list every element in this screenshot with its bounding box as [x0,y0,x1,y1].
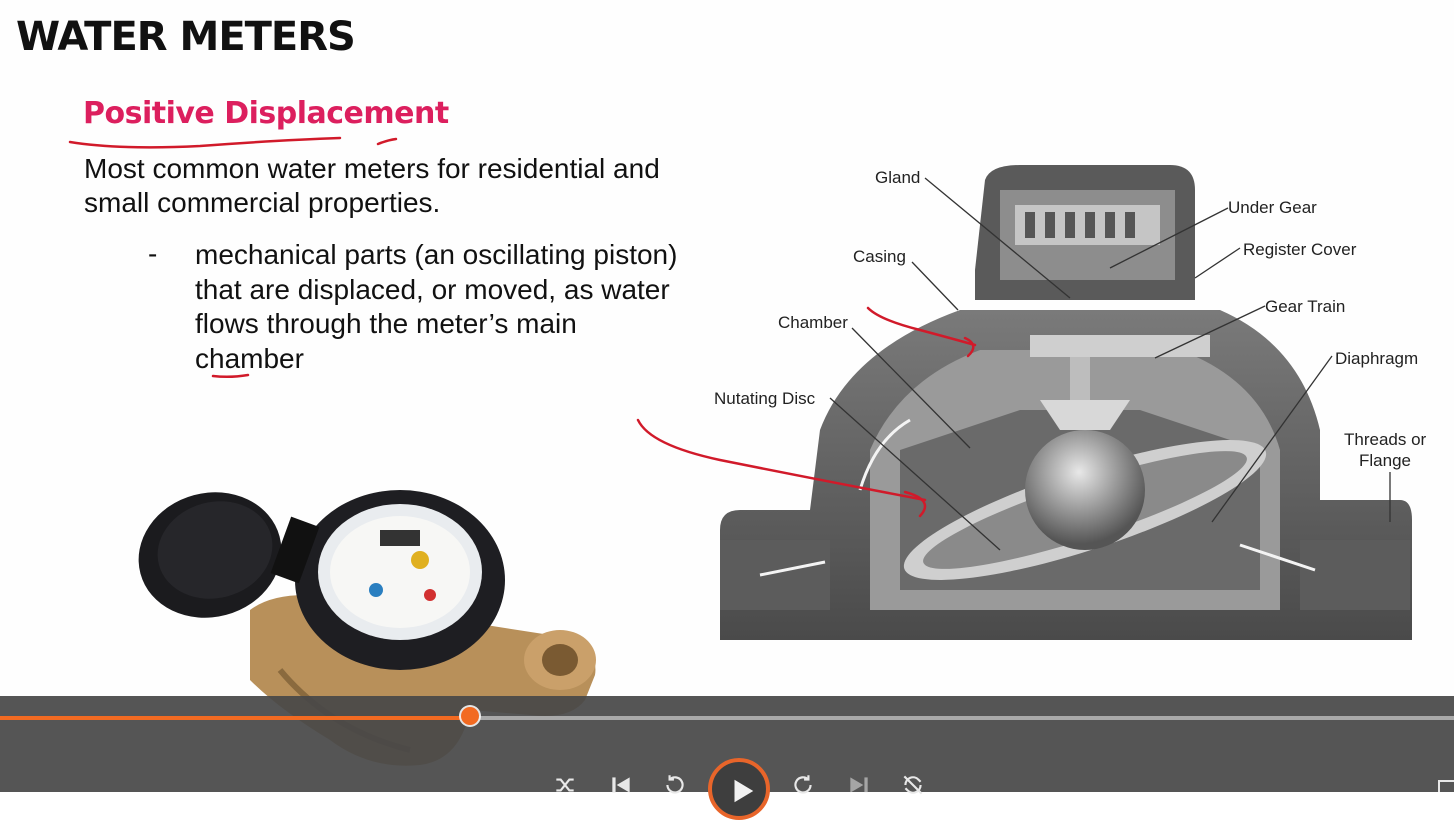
bullet-text: mechanical parts (an oscillating piston)… [195,239,678,374]
fullscreen-icon[interactable] [1438,780,1454,792]
shuffle-icon[interactable] [552,772,578,798]
diagram-label-threads-line1: Threads or [1344,430,1427,449]
previous-icon[interactable] [608,772,634,798]
forward-icon[interactable] [790,772,816,798]
slide-subtitle: Positive Displacement [83,96,449,131]
diagram-label-casing: Casing [853,247,906,266]
rewind-icon[interactable] [662,772,688,798]
diagram-label-chamber: Chamber [778,313,848,332]
repeat-icon[interactable] [900,772,926,798]
slide: WATER METERS Positive Displacement Most … [16,14,1427,766]
meter-cutaway-diagram [720,165,1412,640]
diagram-label-diaphragm: Diaphragm [1335,349,1419,368]
progress-thumb[interactable] [460,707,479,725]
play-icon [734,779,754,803]
slide-body-text: Most common water meters for residential… [84,153,660,218]
next-icon[interactable] [846,772,872,798]
diagram-label-gland: Gland [875,168,921,187]
diagram-label-register-cover: Register Cover [1243,240,1357,259]
diagram-label-gear-train: Gear Train [1265,297,1346,316]
diagram-label-threads-line2: Flange [1359,451,1411,470]
diagram-label-nutating-disc: Nutating Disc [714,389,816,408]
progress-track[interactable] [0,716,1454,720]
bullet-marker: - [148,238,158,269]
progress-fill [0,716,470,720]
slide-title: WATER METERS [16,14,356,60]
diagram-label-under-gear: Under Gear [1228,198,1317,217]
play-button[interactable] [708,758,770,820]
